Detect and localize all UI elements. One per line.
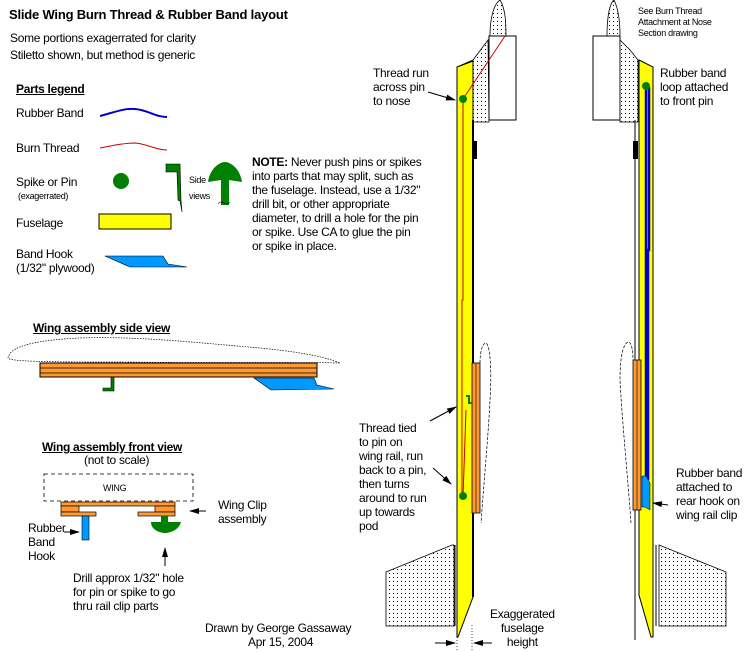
front-pin-right xyxy=(642,82,650,90)
nose-cone-right xyxy=(606,0,621,37)
thread-tied-label: Thread tied to pin on wing rail, run bac… xyxy=(359,421,427,533)
side-view-heading: Wing assembly side view xyxy=(33,321,171,335)
rubber-band-hook-label: Rubber Band Hook xyxy=(28,521,66,563)
subtitle-2: Stiletto shown, but method is generic xyxy=(10,48,196,62)
pin-side-assembly xyxy=(102,376,115,392)
legend-pin-label: Spike or Pin xyxy=(16,175,78,189)
pin-front xyxy=(151,516,181,533)
note-text: NOTE: Never push pins or spikes into par… xyxy=(252,155,422,253)
burn-thread-legend-icon xyxy=(99,142,168,151)
nose-pin-left xyxy=(459,95,467,103)
launch-lug-left xyxy=(473,141,477,159)
rubber-band-legend-icon xyxy=(99,107,168,118)
legend-fuselage-label: Fuselage xyxy=(16,216,63,230)
subtitle-1: Some portions exagerrated for clarity xyxy=(10,31,196,45)
thread-run-label: Thread run across pin to nose xyxy=(373,66,429,108)
pin-side-view-icon xyxy=(165,163,183,213)
band-hook-front xyxy=(81,515,90,541)
wing-label: WING xyxy=(103,483,127,493)
pod-right xyxy=(592,35,621,121)
band-hook-legend-icon xyxy=(104,255,188,268)
legend-pin-sublabel: (exagerrated) xyxy=(18,191,69,201)
see-burn-thread-note: See Burn Thread Attachment at Nose Secti… xyxy=(638,6,712,38)
legend-heading: Parts legend xyxy=(16,82,85,96)
legend-band-hook-label: Band Hook (1/32" plywood) xyxy=(16,247,95,275)
fuselage-legend-icon xyxy=(98,213,172,230)
band-hook-side-assembly xyxy=(253,377,335,391)
pin-legend-icon xyxy=(113,173,129,189)
exaggerated-height-label: Exaggerated fuselage height xyxy=(490,607,555,649)
side-views-label: Side views xyxy=(189,175,211,201)
legend-rubber-band-label: Rubber Band xyxy=(16,106,84,120)
nose-transition-right xyxy=(619,39,639,123)
pod-left xyxy=(488,35,517,121)
pin-mushroom-icon xyxy=(208,162,242,205)
tail-fin-left xyxy=(385,544,455,627)
note-body: Never push pins or spikes into parts tha… xyxy=(252,155,422,253)
launch-lug-right xyxy=(633,141,638,159)
legend-burn-thread-label: Burn Thread xyxy=(16,141,80,155)
tail-fin-right xyxy=(658,544,727,627)
front-view-subheading: (not to scale) xyxy=(84,453,150,467)
wing-front-outline xyxy=(43,473,194,502)
wing-outline-right xyxy=(619,341,634,524)
credit-date: Apr 15, 2004 xyxy=(248,635,314,649)
pin-mushroom-tip xyxy=(217,201,231,205)
rear-hook-label: Rubber band attached to rear hook on win… xyxy=(676,466,743,522)
front-pin-label: Rubber band loop attached to front pin xyxy=(660,66,729,108)
wing-outline-left xyxy=(479,342,492,524)
front-view-heading: Wing assembly front view xyxy=(42,440,183,454)
nose-cone-left xyxy=(489,0,507,37)
fuselage-left xyxy=(456,60,474,638)
wing-clip-label: Wing Clip assembly xyxy=(218,498,267,526)
note-bold: NOTE: xyxy=(252,155,288,169)
drill-label: Drill approx 1/32" hole for pin or spike… xyxy=(73,571,184,613)
page-title: Slide Wing Burn Thread & Rubber Band lay… xyxy=(9,7,288,22)
band-hook-right xyxy=(641,475,651,511)
rear-pin-left xyxy=(459,492,467,500)
wing-rail-side xyxy=(39,362,318,378)
rubber-band-right xyxy=(644,87,651,495)
wing-outline-side xyxy=(7,337,341,364)
credit-author: Drawn by George Gassaway xyxy=(205,621,352,635)
burn-thread-left xyxy=(461,35,506,498)
